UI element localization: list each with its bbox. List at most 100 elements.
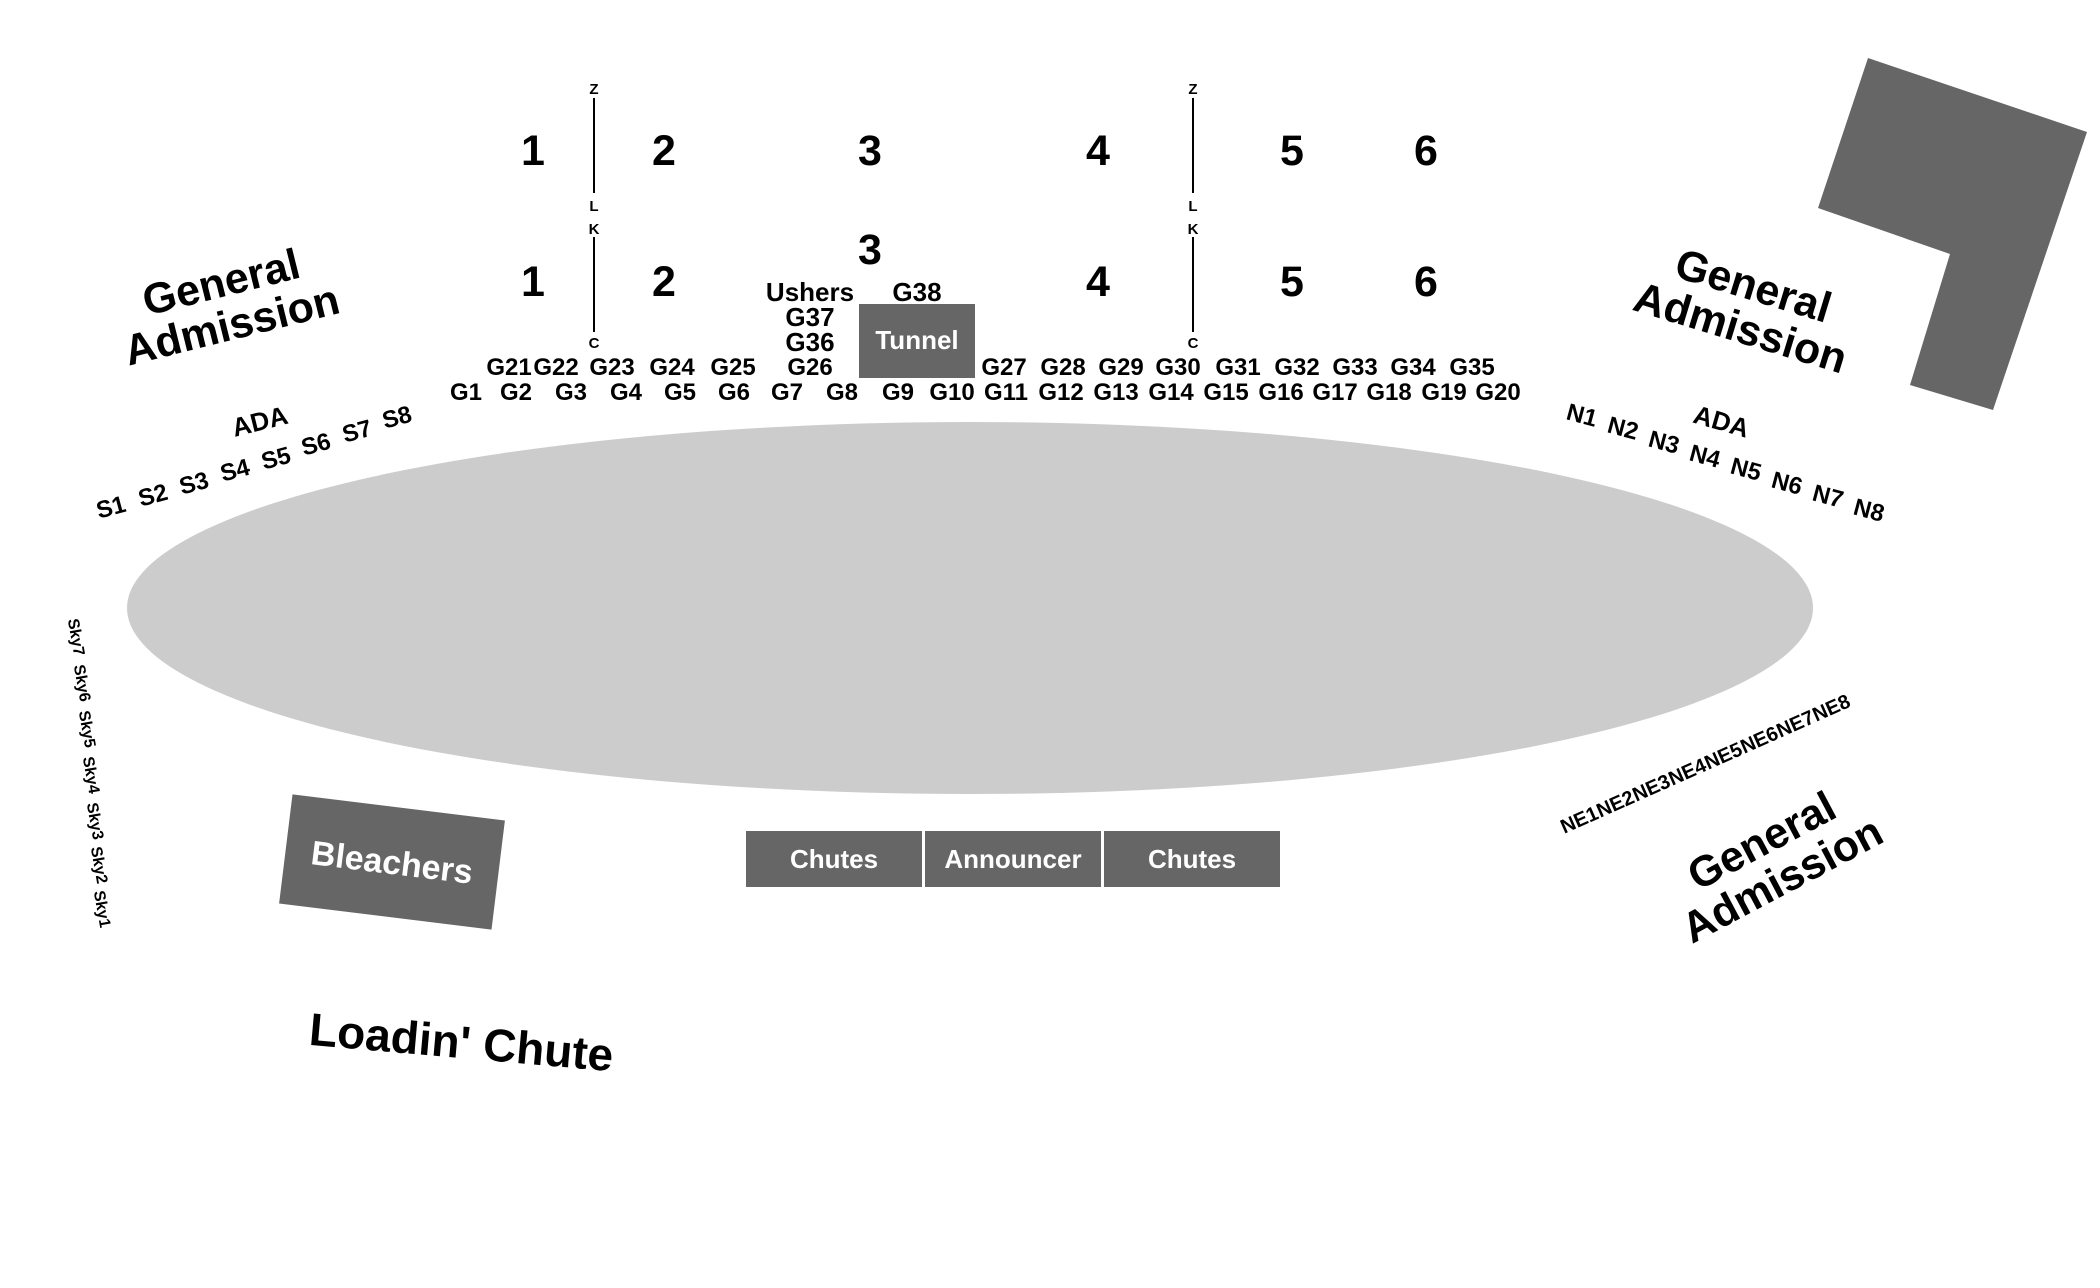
section-g29[interactable]: G29 [1098, 354, 1143, 381]
section-n7[interactable]: N7 [1810, 480, 1847, 514]
section-g8[interactable]: G8 [826, 379, 858, 406]
row-marker-left-mid-top: L [589, 198, 598, 215]
section-g7[interactable]: G7 [771, 379, 803, 406]
chutes-left-label: Chutes [790, 844, 878, 874]
section-3-lower[interactable]: 3 [858, 226, 882, 274]
section-5-lower[interactable]: 5 [1280, 258, 1304, 306]
section-g31[interactable]: G31 [1215, 354, 1260, 381]
section-g17[interactable]: G17 [1312, 379, 1357, 406]
section-3-upper[interactable]: 3 [858, 127, 882, 175]
section-g19[interactable]: G19 [1421, 379, 1466, 406]
row-marker-right-bottom: C [1188, 335, 1199, 352]
section-n8[interactable]: N8 [1851, 494, 1888, 528]
section-s3[interactable]: S3 [176, 467, 211, 501]
section-g33[interactable]: G33 [1332, 354, 1377, 381]
section-g9[interactable]: G9 [882, 379, 914, 406]
section-g23[interactable]: G23 [589, 354, 634, 381]
section-n3[interactable]: N3 [1646, 426, 1683, 460]
section-6-upper[interactable]: 6 [1414, 127, 1438, 175]
tunnel-block [859, 304, 975, 378]
section-sky6[interactable]: Sky6 [70, 663, 93, 703]
section-1-upper[interactable]: 1 [521, 127, 545, 175]
ushers-label: Ushers [766, 277, 854, 307]
section-g11[interactable]: G11 [984, 379, 1028, 406]
section-g24[interactable]: G24 [649, 354, 695, 381]
tunnel-label: Tunnel [875, 325, 958, 355]
section-g4[interactable]: G4 [610, 379, 643, 406]
announcer-label: Announcer [944, 844, 1081, 874]
arena-floor [127, 422, 1813, 794]
section-g5[interactable]: G5 [664, 379, 696, 406]
section-n5[interactable]: N5 [1728, 453, 1765, 487]
section-g3[interactable]: G3 [555, 379, 587, 406]
section-s7[interactable]: S7 [339, 415, 374, 449]
section-s4[interactable]: S4 [217, 454, 253, 488]
section-g14[interactable]: G14 [1148, 379, 1194, 406]
section-g1[interactable]: G1 [450, 379, 482, 406]
chutes-left-block [746, 831, 922, 887]
section-sky3[interactable]: Sky3 [83, 801, 106, 841]
ada-south[interactable]: ADA [229, 400, 291, 443]
general-admission-se[interactable]: General Admission [1654, 768, 1891, 952]
section-sky2[interactable]: Sky2 [87, 845, 110, 885]
section-g16[interactable]: G16 [1258, 379, 1303, 406]
section-sky7[interactable]: Sky7 [64, 617, 87, 657]
loadin-chute-label: Loadin' Chute [307, 1003, 615, 1081]
section-g13[interactable]: G13 [1093, 379, 1138, 406]
section-g18[interactable]: G18 [1366, 379, 1411, 406]
section-g2[interactable]: G2 [500, 379, 532, 406]
section-2-upper[interactable]: 2 [652, 127, 676, 175]
section-g34[interactable]: G34 [1390, 354, 1436, 381]
chutes-right-label: Chutes [1148, 844, 1236, 874]
section-6-lower[interactable]: 6 [1414, 258, 1438, 306]
section-2-lower[interactable]: 2 [652, 258, 676, 306]
section-g20[interactable]: G20 [1475, 379, 1520, 406]
section-n4[interactable]: N4 [1687, 440, 1724, 474]
row-marker-left-bottom: C [589, 335, 600, 352]
section-s6[interactable]: S6 [298, 428, 333, 462]
section-5-upper[interactable]: 5 [1280, 127, 1304, 175]
building-block [1818, 58, 2087, 410]
section-4-upper[interactable]: 4 [1086, 127, 1110, 175]
section-g32[interactable]: G32 [1274, 354, 1319, 381]
section-g28[interactable]: G28 [1040, 354, 1085, 381]
row-marker-right-top: Z [1188, 81, 1197, 98]
section-sky5[interactable]: Sky5 [75, 709, 98, 749]
section-g35[interactable]: G35 [1449, 354, 1494, 381]
section-g22[interactable]: G22 [533, 354, 578, 381]
general-admission-nw[interactable]: General Admission [109, 233, 345, 375]
section-n2[interactable]: N2 [1605, 412, 1642, 446]
bleachers-section[interactable]: Bleachers [279, 794, 505, 930]
section-g38[interactable]: G38 [892, 277, 941, 307]
section-g25[interactable]: G25 [710, 354, 755, 381]
section-g15[interactable]: G15 [1203, 379, 1248, 406]
section-g10[interactable]: G10 [929, 379, 974, 406]
bleachers-block [279, 794, 505, 930]
section-n1[interactable]: N1 [1564, 399, 1601, 433]
section-g26[interactable]: G26 [787, 354, 832, 381]
row-marker-left-top: Z [589, 81, 598, 98]
section-g36[interactable]: G36 [785, 327, 834, 357]
section-g27[interactable]: G27 [981, 354, 1026, 381]
section-4-lower[interactable]: 4 [1086, 258, 1110, 306]
section-sky4[interactable]: Sky4 [79, 755, 102, 795]
section-1-lower[interactable]: 1 [521, 258, 545, 306]
section-g30[interactable]: G30 [1155, 354, 1200, 381]
section-ne8[interactable]: NE8 [1809, 691, 1853, 727]
section-g37[interactable]: G37 [785, 302, 834, 332]
section-sky1[interactable]: Sky1 [90, 889, 113, 929]
general-admission-ne[interactable]: General Admission [1628, 231, 1865, 384]
section-s5[interactable]: S5 [258, 442, 293, 476]
section-s2[interactable]: S2 [135, 479, 170, 513]
section-g6[interactable]: G6 [718, 379, 750, 406]
ada-north[interactable]: ADA [1690, 399, 1753, 443]
announcer-block [925, 831, 1101, 887]
section-n6[interactable]: N6 [1769, 467, 1806, 501]
section-s8[interactable]: S8 [379, 401, 414, 435]
chutes-right-block [1104, 831, 1280, 887]
row-marker-right-mid-top: L [1188, 198, 1197, 215]
section-s1[interactable]: S1 [93, 491, 128, 525]
section-g21[interactable]: G21 [486, 354, 531, 381]
section-g12[interactable]: G12 [1038, 379, 1083, 406]
